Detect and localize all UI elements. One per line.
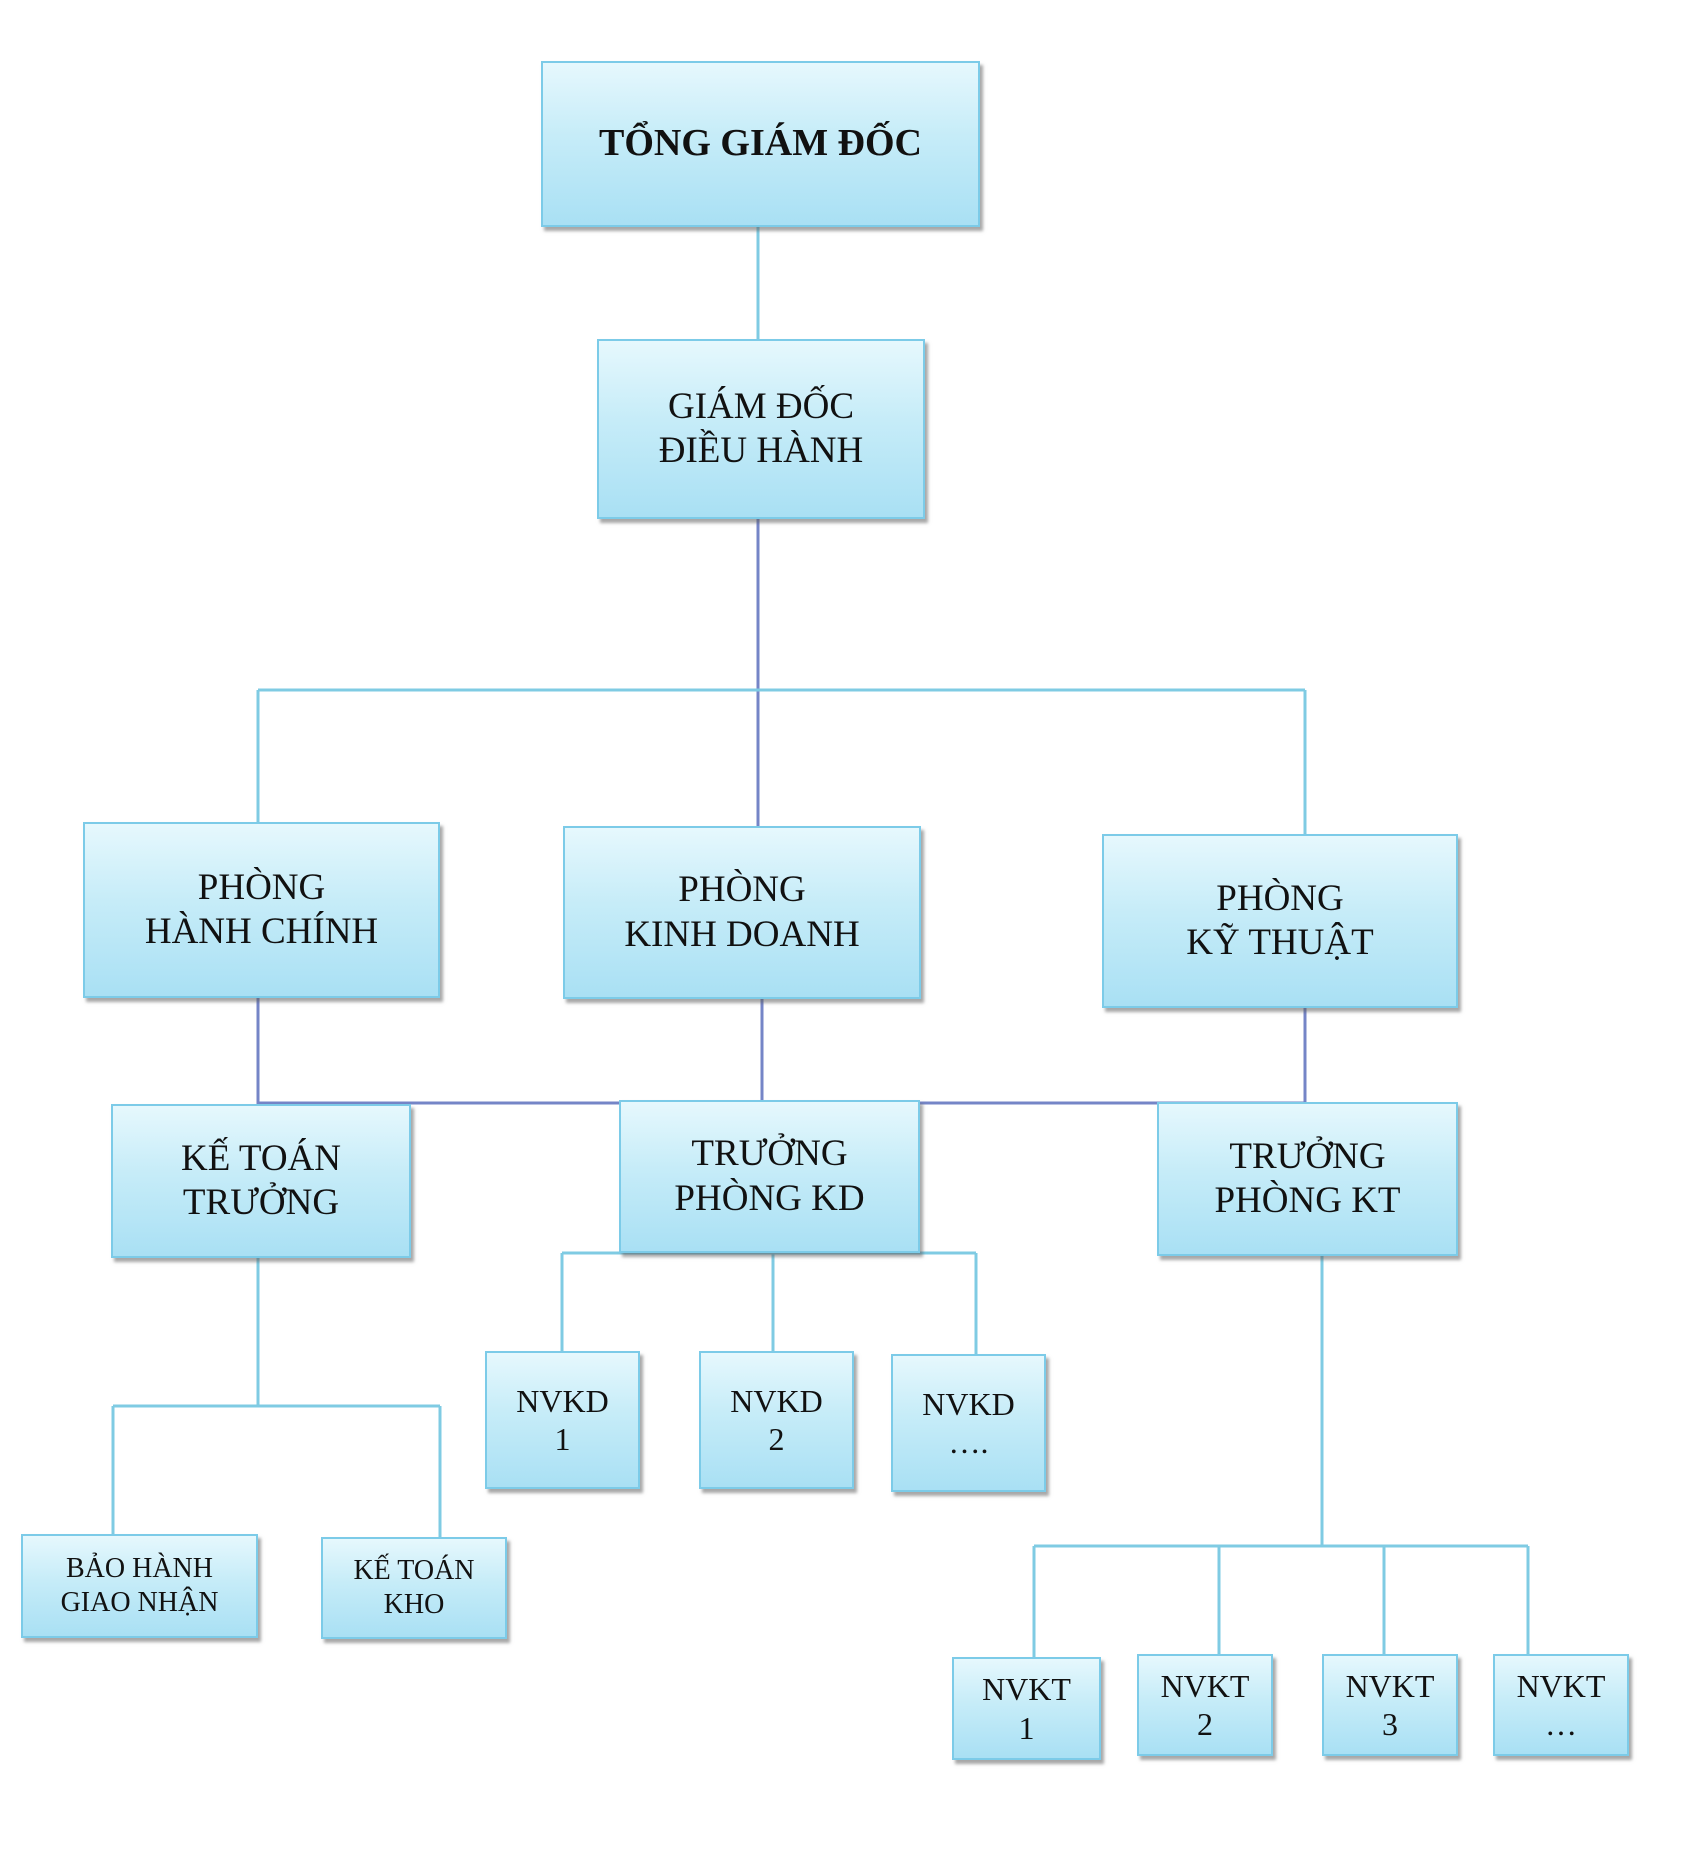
- node-label-line-1: TRƯỞNG: [691, 1133, 848, 1175]
- node-label-line-1: KẾ TOÁN: [353, 1555, 475, 1587]
- node-phong-kinh-doanh: PHÒNG KINH DOANH: [563, 826, 921, 999]
- node-label-line-1: NVKT: [1160, 1667, 1250, 1704]
- node-label-line-2: 3: [1382, 1706, 1398, 1742]
- node-label-line-2: PHÒNG KT: [1214, 1180, 1401, 1221]
- node-truong-phong-kt: TRƯỞNG PHÒNG KT: [1157, 1102, 1458, 1256]
- node-label-line-1: KẾ TOÁN: [181, 1137, 341, 1179]
- node-label: TỔNG GIÁM ĐỐC: [599, 122, 922, 165]
- node-label-line-2: HÀNH CHÍNH: [144, 911, 379, 952]
- node-label-line-1: PHÒNG: [1216, 877, 1344, 919]
- node-label-line-2: …: [1545, 1706, 1577, 1742]
- node-phong-ky-thuat: PHÒNG KỸ THUẬT: [1102, 834, 1458, 1008]
- node-label-line-2: 1: [1018, 1709, 1035, 1746]
- node-label-line-2: ….: [948, 1424, 989, 1460]
- node-tong-giam-doc: TỔNG GIÁM ĐỐC: [541, 61, 980, 227]
- node-nvkt-2: NVKT 2: [1137, 1654, 1273, 1756]
- node-label-line-2: TRƯỞNG: [182, 1182, 340, 1223]
- node-label-line-2: GIAO NHẬN: [60, 1587, 219, 1618]
- node-label-line-1: GIÁM ĐỐC: [667, 385, 855, 427]
- node-bao-hanh-giao-nhan: BẢO HÀNH GIAO NHẬN: [21, 1534, 258, 1638]
- node-label-line-2: KỸ THUẬT: [1186, 922, 1374, 963]
- node-label-line-1: NVKD: [730, 1382, 823, 1419]
- node-phong-hanh-chinh: PHÒNG HÀNH CHÍNH: [83, 822, 440, 998]
- node-label-line-1: NVKD: [922, 1385, 1015, 1422]
- node-label-line-2: PHÒNG KD: [674, 1177, 865, 1219]
- node-label-line-1: NVKD: [516, 1382, 609, 1419]
- node-label-line-1: NVKT: [1516, 1667, 1606, 1704]
- node-nvkt-1: NVKT 1: [952, 1657, 1101, 1760]
- node-label-line-2: KINH DOANH: [624, 913, 860, 955]
- node-label-line-1: NVKT: [982, 1671, 1071, 1708]
- node-nvkt-more: NVKT …: [1493, 1654, 1629, 1756]
- node-label-line-1: NVKT: [1345, 1667, 1435, 1704]
- node-label-line-1: PHÒNG: [678, 869, 806, 911]
- node-label-line-2: ĐIỀU HÀNH: [658, 430, 864, 471]
- node-label-line-2: KHO: [383, 1589, 445, 1620]
- node-label-line-2: 2: [768, 1421, 785, 1457]
- node-label-line-2: 1: [554, 1421, 571, 1457]
- node-nvkd-1: NVKD 1: [485, 1351, 640, 1489]
- node-nvkd-2: NVKD 2: [699, 1351, 854, 1489]
- node-nvkt-3: NVKT 3: [1322, 1654, 1458, 1756]
- node-giam-doc-dieu-hanh: GIÁM ĐỐC ĐIỀU HÀNH: [597, 339, 925, 519]
- node-label-line-1: TRƯỞNG: [1229, 1135, 1386, 1177]
- node-label-line-1: PHÒNG: [197, 866, 326, 908]
- node-ke-toan-truong: KẾ TOÁN TRƯỞNG: [111, 1104, 411, 1258]
- node-label-line-1: BẢO HÀNH: [66, 1553, 213, 1585]
- node-ke-toan-kho: KẾ TOÁN KHO: [321, 1537, 507, 1639]
- node-truong-phong-kd: TRƯỞNG PHÒNG KD: [619, 1100, 920, 1253]
- node-label-line-2: 2: [1197, 1706, 1213, 1742]
- node-nvkd-more: NVKD ….: [891, 1354, 1046, 1492]
